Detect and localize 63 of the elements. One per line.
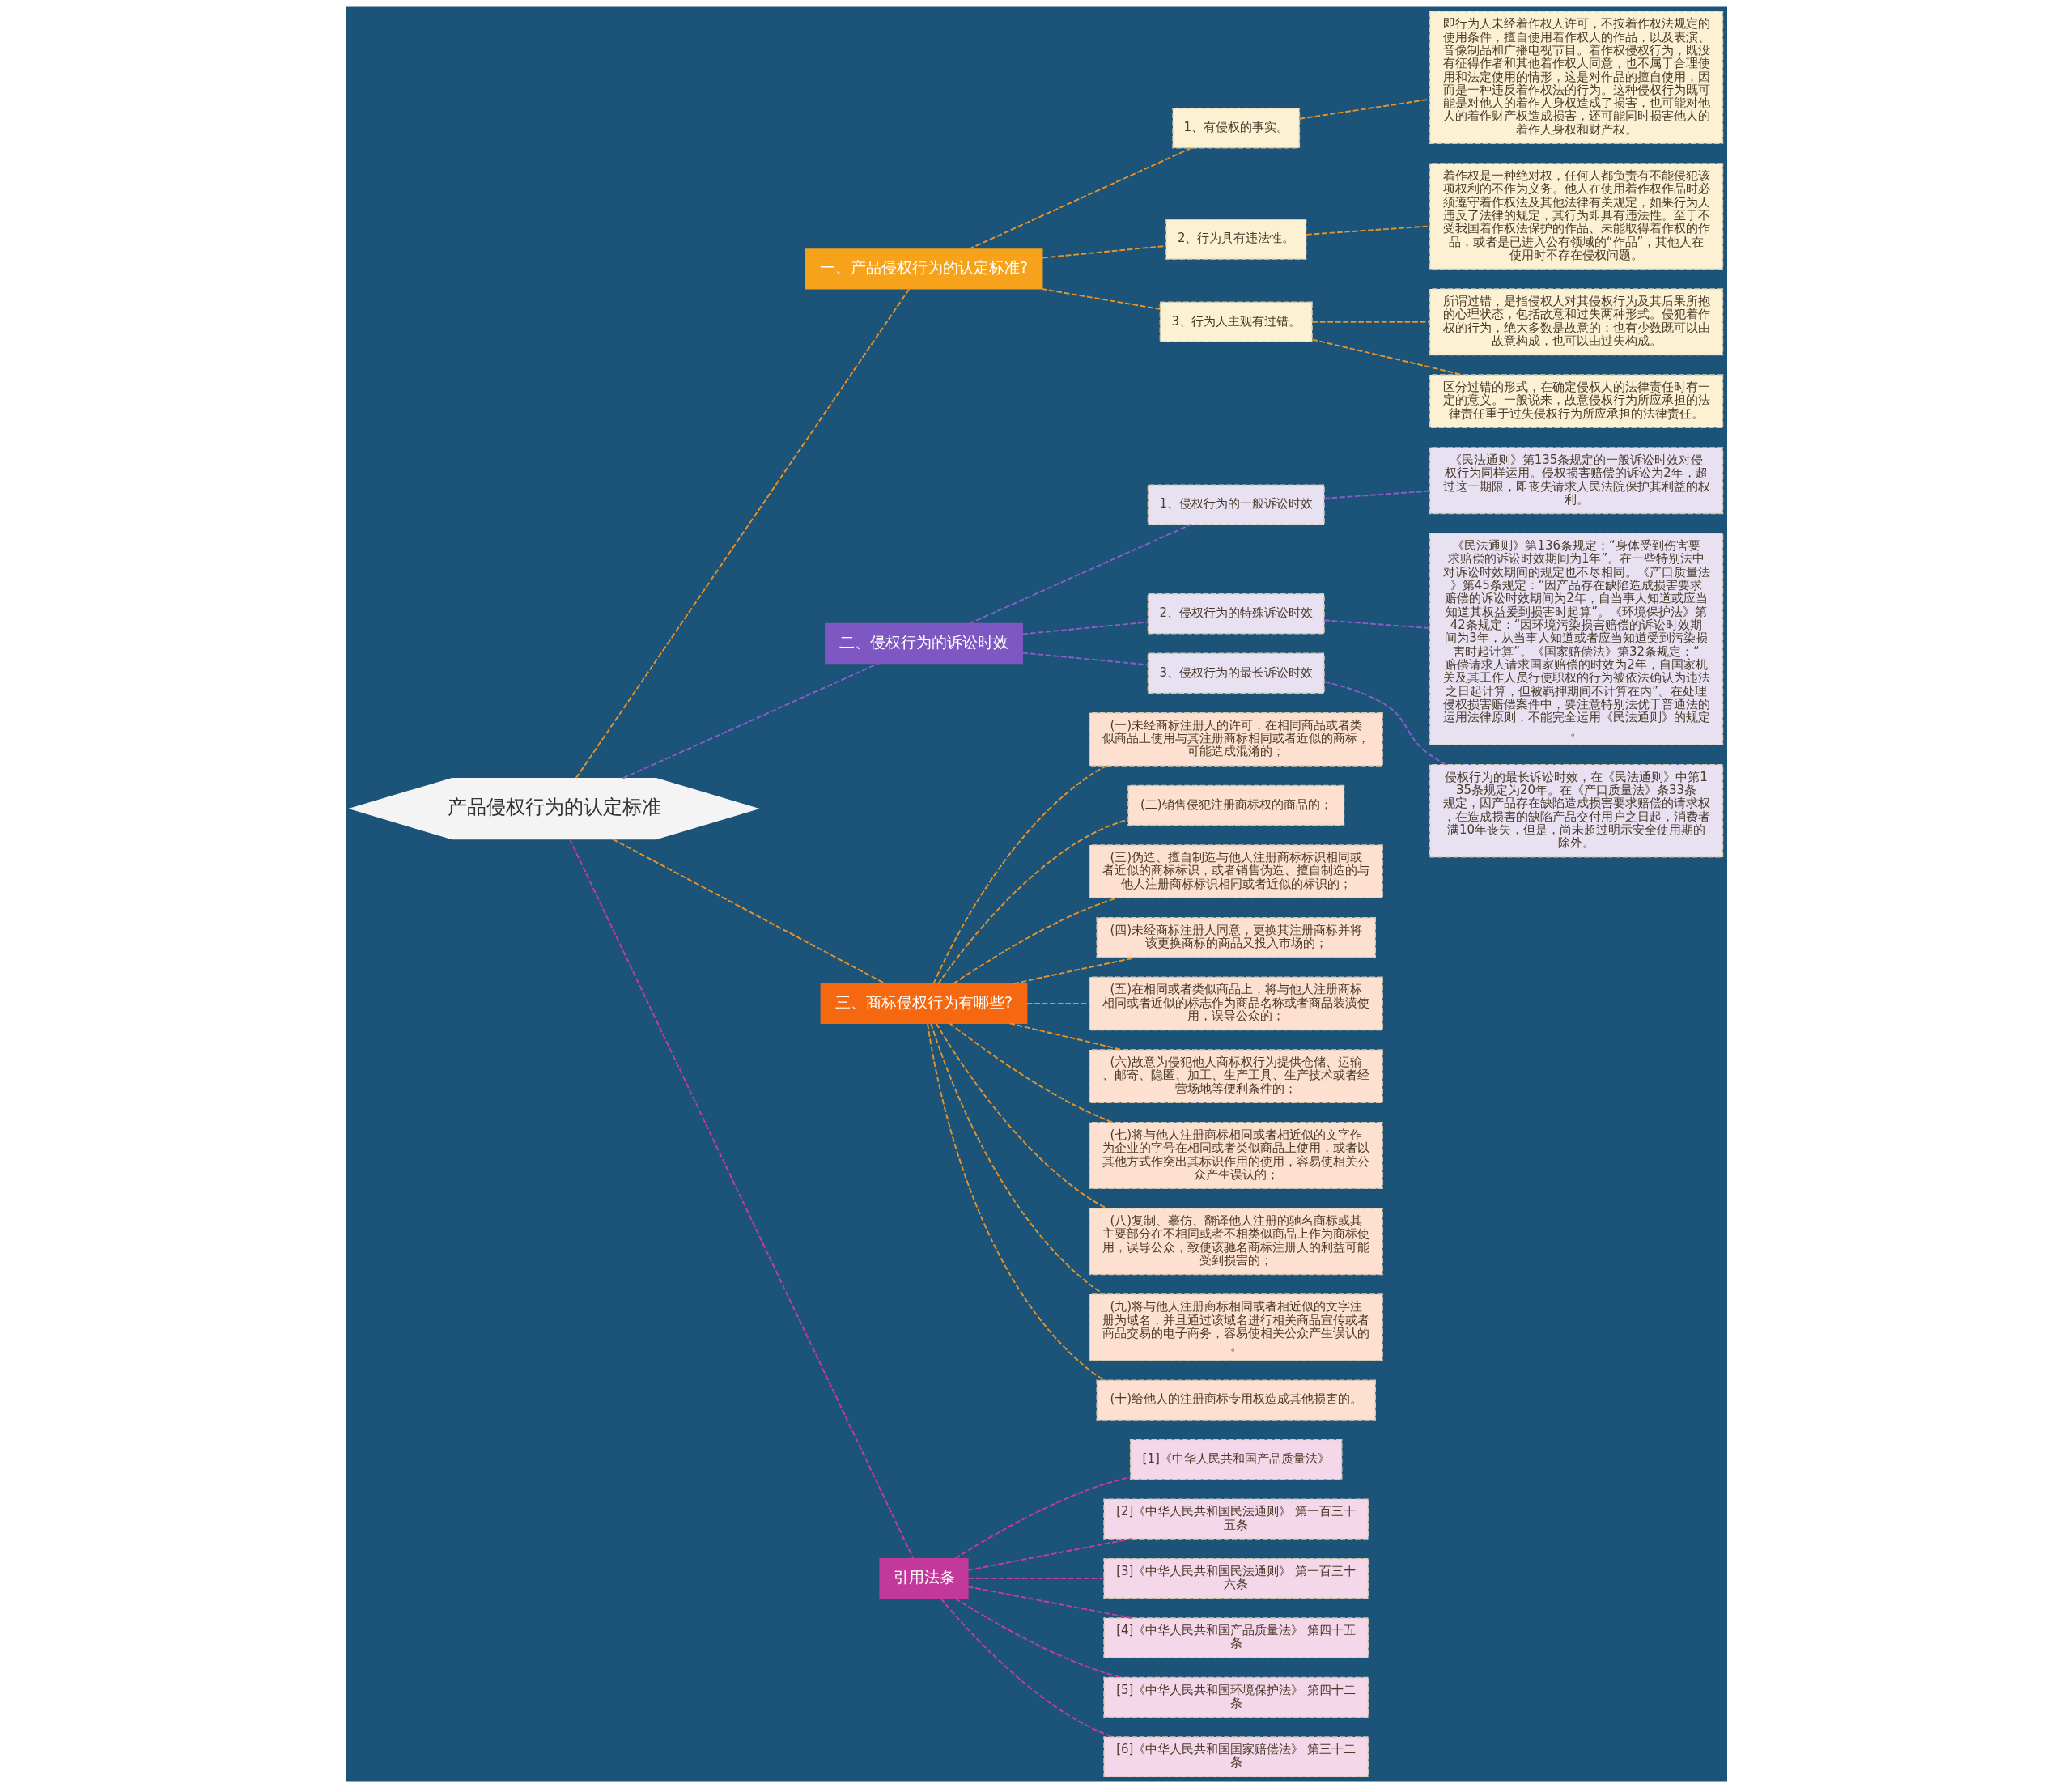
connector	[932, 765, 1107, 984]
connector	[935, 1022, 1107, 1209]
connector	[568, 838, 914, 1560]
connector	[622, 662, 879, 779]
connector	[575, 288, 910, 779]
node-box: 引用法条	[878, 1557, 969, 1599]
node-box: (三)伪造、擅自制造与他人注册商标标识相同或者近似的商标标识，或者销售伪造、擅自制造的与他人注册商标标识相同或者近似的标识的；	[1089, 844, 1383, 898]
connector	[1040, 287, 1161, 310]
node-box: [3]《中华人民共和国民法通则》 第一百三十六条	[1102, 1557, 1369, 1599]
node-box: 二、侵权行为的诉讼时效	[824, 622, 1023, 665]
connector	[949, 1022, 1114, 1123]
node-box: 3、侵权行为的最长诉讼时效	[1147, 652, 1325, 694]
connector	[1323, 619, 1430, 630]
node-box: 1、侵权行为的一般诉讼时效	[1147, 484, 1325, 525]
connector	[953, 1597, 1122, 1679]
connector	[1025, 1002, 1090, 1004]
node-box: 2、侵权行为的特殊诉讼时效	[1147, 593, 1325, 635]
node-box: 2、行为具有违法性。	[1165, 219, 1306, 260]
node-box: [4]《中华人民共和国产品质量法》 第四十五条	[1102, 1617, 1369, 1658]
node-box: (七)将与他人注册商标相同或者相近似的文字作为企业的字号在相同或者类似商品上使用，或者以其他方式作突出其标识作用的使用，容易使相关公众产生误认的；	[1089, 1122, 1383, 1190]
node-box: (四)未经商标注册人同意，更换其注册商标并将该更换商标的商品又投入市场的；	[1095, 917, 1376, 958]
node-box: 区分过错的形式，在确定侵权人的法律责任时有一定的意义。一般说来，故意侵权行为所应承担的法律责任重于过失侵权行为所应承担的法律责任。	[1429, 374, 1723, 428]
node-box: (二)销售侵犯注册商标权的商品的；	[1127, 784, 1344, 826]
node-box: (九)将与他人注册商标相同或者相近似的文字注册为域名，并且通过该域名进行相关商品宣传或者商品交易的电子商务，容易使相关公众产生误认的。	[1089, 1293, 1383, 1361]
connector	[929, 1022, 1105, 1295]
connector	[1310, 321, 1430, 323]
node-box: (十)给他人的注册商标专用权造成其他损害的。	[1095, 1379, 1376, 1421]
node-box: [6]《中华人民共和国国家赔偿法》 第三十二条	[1102, 1736, 1369, 1777]
node-box: [5]《中华人民共和国环境保护法》 第四十二条	[1102, 1676, 1369, 1718]
node-box: 所谓过错，是指侵权人对其侵权行为及其后果所抱的心理状态，包括故意和过失两种形式。侵犯着作权的行为，绝大多数是故意的；也有少数既可以由故意构成，也可以由过失构成。	[1429, 288, 1723, 356]
connector	[1021, 652, 1149, 666]
connector	[1298, 98, 1430, 120]
connector	[940, 1597, 1114, 1738]
connector	[966, 1578, 1105, 1579]
connector	[1323, 490, 1430, 499]
connector	[926, 1022, 1105, 1382]
node-box: 三、商标侵权行为有哪些?	[820, 983, 1027, 1025]
connector	[1013, 956, 1137, 985]
connector	[936, 818, 1129, 985]
node-box: 即行为人未经着作权人许可，不按着作权法规定的使用条件，擅自使用着作权人的作品，以及表演、音像制品和广播电视节目。着作权侵权行为，既没有征得作者和其他着作权人同意，也不属于合理使用和法定使用的情形，这是对作品的擅自使用，因而是一种违反着作权法的行为。这种侵权行为既可能是对他人的着作人身权造成了损害，也可能对他人的着作财产权造成损害，还可能同时损害他人的着作人身权和财产权。	[1429, 11, 1723, 144]
node-box: (五)在相同或者类似商品上，将与他人注册商标相同或者近似的标志作为商品名称或者商品装潢使用，误导公众的；	[1089, 976, 1383, 1031]
connector	[1021, 621, 1149, 635]
connector	[1008, 1022, 1123, 1051]
node-box: 着作权是一种绝对权，任何人都负责有不能侵犯该项权利的不作为义务。他人在使用着作权作品时必须遵守着作权法及其他法律有关规定，如果行为人违反了法律的规定，其行为即具有违法性。至于不受我国着作权法保护的作品、未能取得着作权的作品，或者是已进入公有领域的“作品”，其他人在使用时不存在侵权问题。	[1429, 163, 1723, 270]
connector	[953, 1476, 1131, 1560]
connector	[1323, 681, 1446, 766]
node-box: (一)未经商标注册人的许可，在相同商品或者类似商品上使用与其注册商标相同或者近似的商标，可能造成混淆的；	[1089, 712, 1383, 767]
node-box: 《民法通则》第136条规定：“身体受到伤害要求赔偿的诉讼时效期间为1年”。在一些特别法中对诉讼时效期间的规定也不尽相同。《产口质量法》第45条规定：“因产品存在缺陷造成损害要求赔偿的诉讼时效期间为2年，自当事人知道或应当知道其权益爰到损害时起算”。《环境保护法》第42条规定：“因环境污染损害赔偿的诉讼时效期间为3年，从当事人知道或者应当知道受到污染损害时起计算”。《国家赔偿法》第32条规定：“赔偿请求人请求国家赔偿的时效为2年，自国家机关及其工作人员行使职权的行为被依法确认为违法之日起计算，但被羁押期间不计算在内”。在处理侵权损害赔偿案件中，要注意特别法优于普通法的运用法律原则，不能完全运用《民法通则》的规定。	[1429, 533, 1723, 745]
connector	[611, 838, 886, 985]
node-box: [2]《中华人民共和国民法通则》 第一百三十五条	[1102, 1498, 1369, 1540]
connector	[1041, 244, 1166, 259]
connector	[966, 1538, 1132, 1571]
node-box: (八)复制、摹仿、翻译他人注册的驰名商标或其主要部分在不相同或者不相类似商品上作为商标使用，误导公众，致使该驰名商标注册人的利益可能受到损害的；	[1089, 1208, 1383, 1276]
node-box: 3、行为人主观有过错。	[1159, 301, 1313, 342]
connector	[968, 524, 1191, 625]
node-box: 《民法通则》第135条规定的一般诉讼时效对侵权行为同样运用。侵权损害赔偿的诉讼为2年，超过这一期限，即丧失请求人民法院保护其利益的权利。	[1429, 447, 1723, 515]
node-box: 一、产品侵权行为的认定标准?	[805, 248, 1042, 290]
node-box: [1]《中华人民共和国产品质量法》	[1129, 1438, 1342, 1480]
node-box: (六)故意为侵犯他人商标权行为提供仓储、运输、邮寄、隐匿、加工、生产工具、生产技术或者经营场地等便利条件的；	[1089, 1049, 1383, 1103]
connector	[967, 147, 1191, 250]
connector	[966, 1586, 1132, 1619]
node-box: 侵权行为的最长诉讼时效，在《民法通则》中第135条规定为20年。在《产口质量法》条33条规定，因产品存在缺陷造成损害要求赔偿的请求权，在造成损害的缺陷产品交付用户之日起，消费者满10年丧失，但是，尚未超过明示安全使用期的除外。	[1429, 763, 1723, 858]
node-box: 1、有侵权的事实。	[1171, 108, 1300, 149]
